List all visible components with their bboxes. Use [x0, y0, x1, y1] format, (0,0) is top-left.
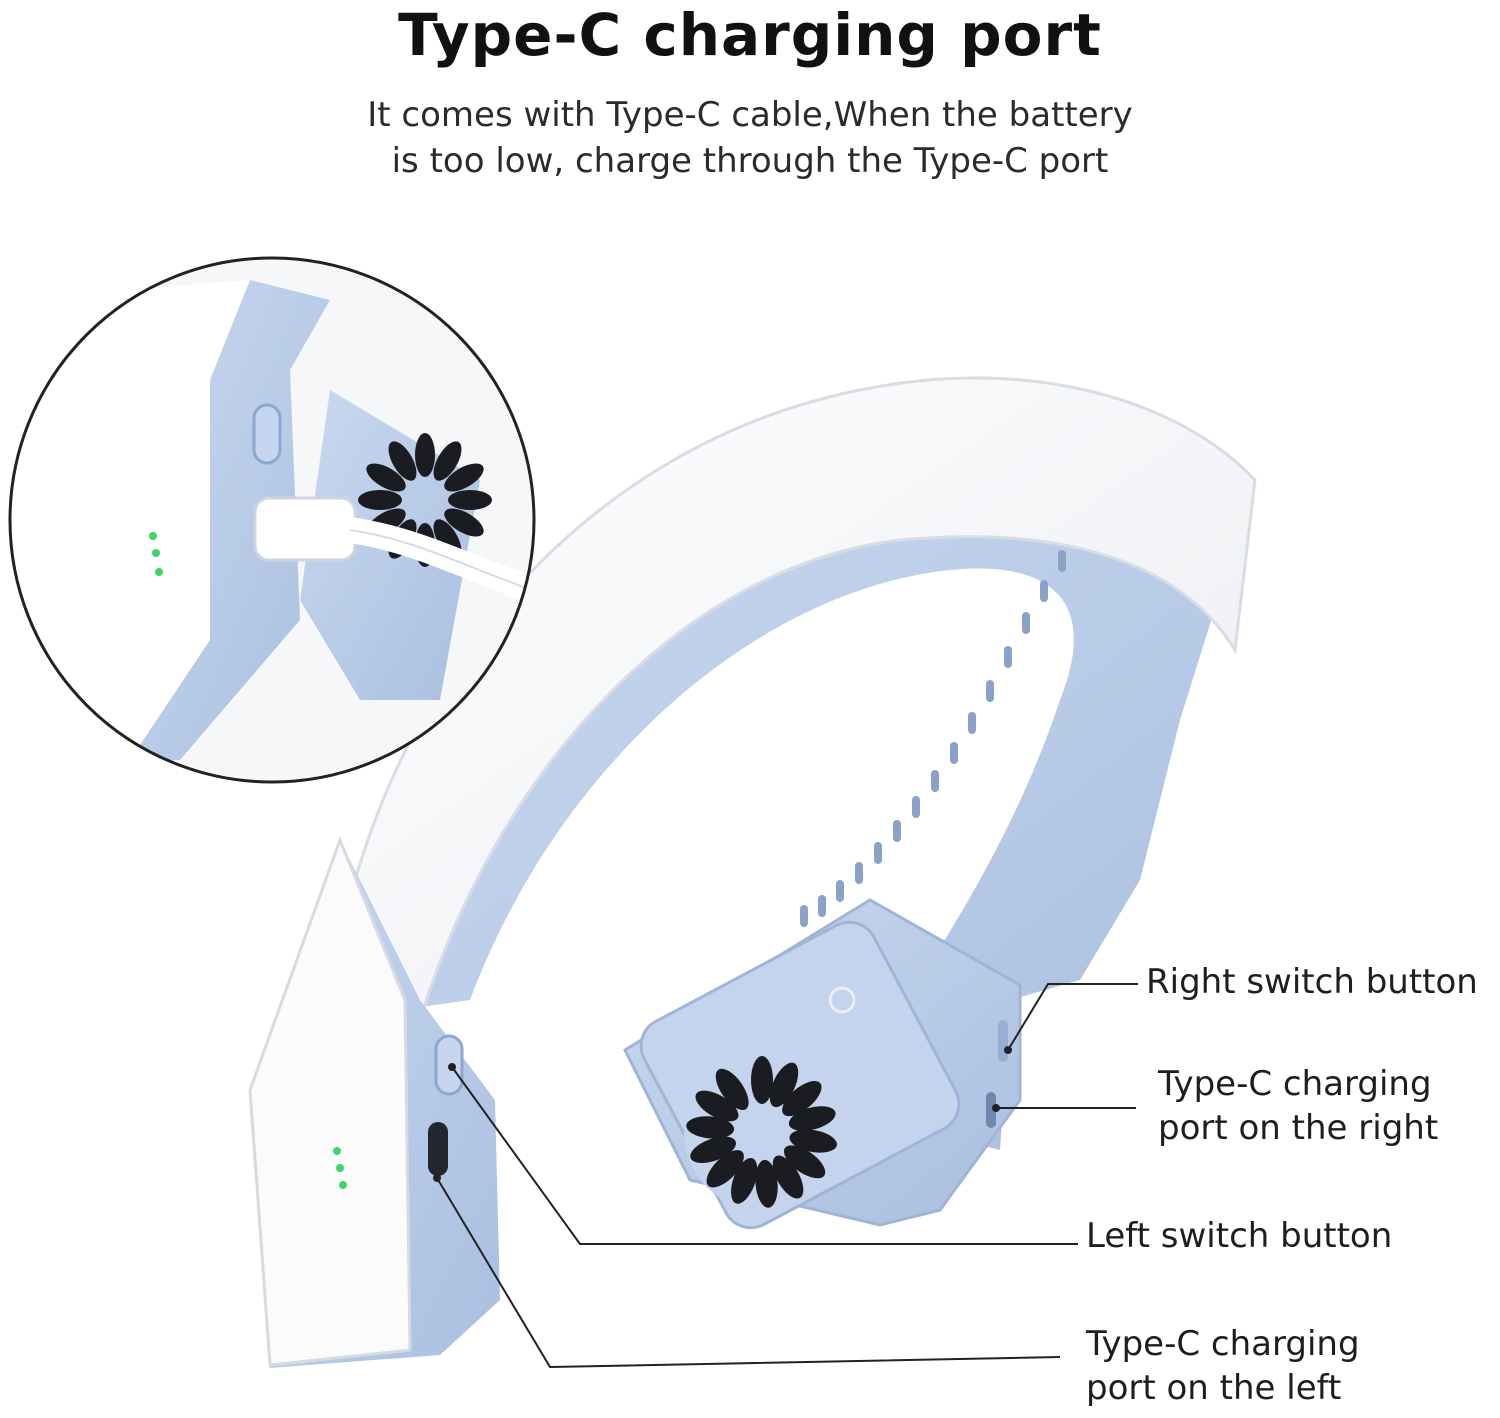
label-left-switch: Left switch button: [1086, 1216, 1393, 1256]
neck-fan-device: [248, 376, 1257, 1368]
subtitle-line-1: It comes with Type-C cable,When the batt…: [367, 95, 1133, 135]
battery-leds: [333, 1147, 347, 1189]
left-pod-shell: [248, 835, 412, 1367]
zoom-inset: [8, 256, 536, 784]
label-right-port-line-1: Type-C charging: [1158, 1064, 1432, 1104]
label-right-port: Type-C charging port on the right: [1158, 1062, 1438, 1150]
page-title: Type-C charging port: [398, 1, 1102, 69]
label-right-switch: Right switch button: [1146, 962, 1478, 1002]
page-subtitle: It comes with Type-C cable,When the batt…: [250, 92, 1250, 184]
inset-switch-button: [252, 403, 282, 465]
label-right-port-line-2: port on the right: [1158, 1108, 1439, 1148]
inset-battery-leds: [149, 532, 163, 576]
right-switch-button: [998, 1020, 1008, 1062]
left-type-c-port: [428, 1122, 448, 1176]
r-marking-icon: [828, 986, 856, 1014]
label-left-port: Type-C charging port on the left: [1086, 1322, 1360, 1410]
label-left-port-line-1: Type-C charging: [1086, 1324, 1360, 1364]
vent-slots: [800, 550, 1066, 927]
leader-right-switch: [1007, 983, 1138, 1051]
subtitle-line-2: is too low, charge through the Type-C po…: [391, 141, 1109, 181]
leader-left-port: [436, 1177, 1061, 1369]
label-left-port-line-2: port on the left: [1086, 1368, 1342, 1408]
leader-lines: [433, 983, 1138, 1369]
leader-left-switch: [451, 1066, 1078, 1245]
right-type-c-port: [986, 1092, 996, 1128]
fan-grille-icon: [684, 1054, 840, 1210]
